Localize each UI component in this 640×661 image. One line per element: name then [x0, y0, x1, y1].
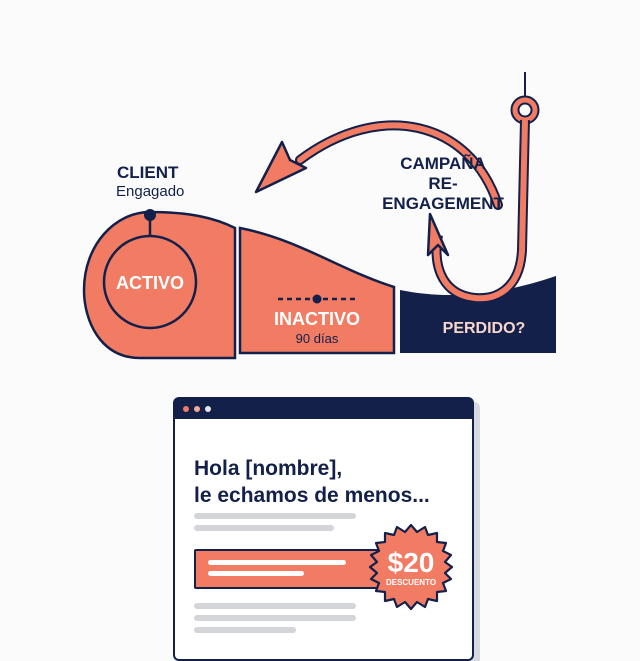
cta-button[interactable]: [194, 549, 388, 589]
client-subtitle: Engagado: [116, 183, 185, 200]
window-dot-icon: [183, 406, 189, 412]
inactive-stage-shape: [238, 226, 396, 355]
badge-label: DESCUENTO: [386, 578, 436, 587]
text-placeholder-line: [194, 627, 296, 633]
window-dot-icon: [194, 406, 200, 412]
inactive-sublabel: 90 días: [296, 331, 339, 346]
campaign-line1: CAMPAÑA: [400, 154, 486, 173]
campaign-label: CAMPAÑA RE-ENGAGEMENT: [368, 154, 518, 214]
lost-stage-shape: [400, 276, 556, 353]
window-dot-icon: [205, 406, 211, 412]
discount-badge: $20 DESCUENTO: [368, 523, 454, 611]
text-placeholder-line: [194, 513, 356, 519]
badge-amount: $20: [388, 547, 435, 578]
email-titlebar: [175, 399, 472, 419]
client-title: CLIENT: [117, 163, 179, 182]
inactive-label: INACTIVO: [274, 309, 360, 329]
inactive-marker-dot: [312, 294, 322, 304]
lost-label: PERDIDO?: [443, 320, 526, 337]
client-marker-dot: [144, 209, 156, 221]
text-placeholder-line: [194, 603, 356, 609]
email-headline: Hola [nombre], le echamos de menos...: [194, 457, 430, 507]
text-placeholder-line: [194, 525, 334, 531]
lifecycle-diagram: ACTIVO INACTIVO 90 días PERDIDO?: [82, 72, 556, 360]
campaign-line2: RE-ENGAGEMENT: [382, 174, 504, 213]
text-placeholder-line: [194, 615, 356, 621]
fishing-hook-icon: [426, 95, 540, 304]
active-label: ACTIVO: [116, 273, 184, 293]
